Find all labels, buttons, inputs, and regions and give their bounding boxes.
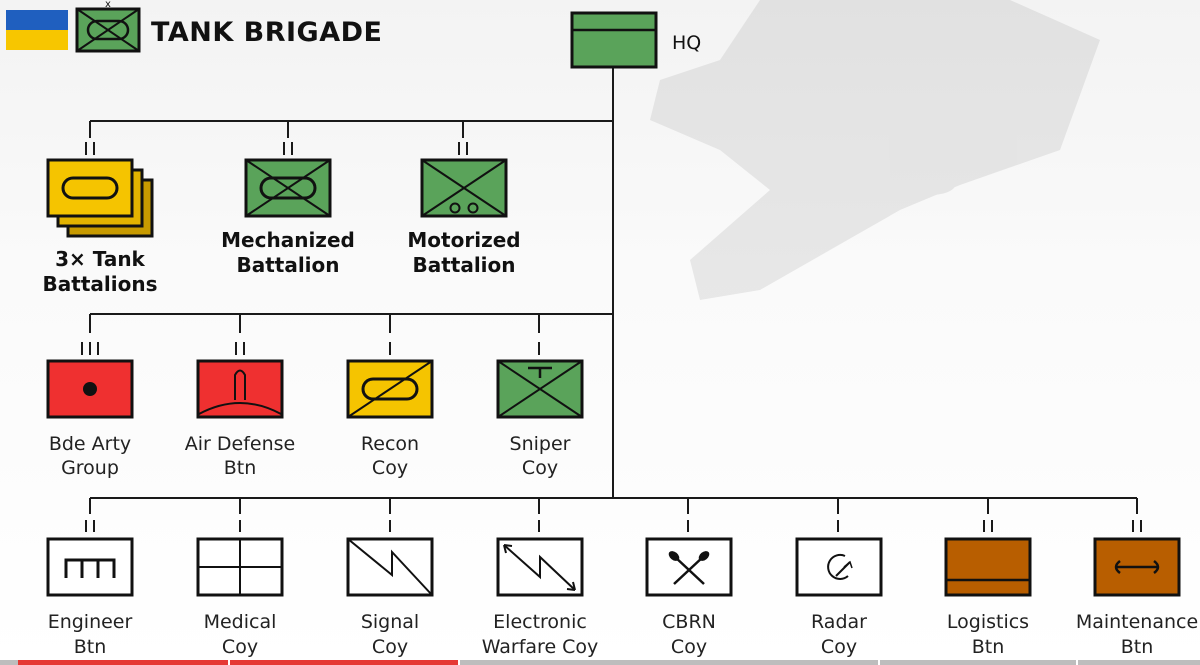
hq-label: HQ bbox=[672, 32, 701, 54]
unit-label: Engineer bbox=[48, 611, 133, 633]
unit-label: Air Defense bbox=[185, 433, 295, 455]
background-silhouette bbox=[650, 0, 1100, 300]
armored-recon-icon bbox=[346, 359, 434, 419]
logistics-icon bbox=[944, 537, 1032, 597]
echelon-marks bbox=[81, 142, 1142, 532]
unit-label: Warfare Coy bbox=[482, 636, 599, 658]
unit-electronic-warfare-coy: Electronic Warfare Coy bbox=[482, 537, 599, 658]
signal-icon bbox=[346, 537, 434, 597]
unit-label: Battalion bbox=[236, 253, 339, 277]
unit-label: Maintenance bbox=[1076, 611, 1198, 633]
unit-label: Coy bbox=[821, 636, 857, 658]
unit-label: Coy bbox=[522, 457, 558, 479]
page-title: TANK BRIGADE bbox=[151, 17, 382, 48]
hq-unit: HQ bbox=[570, 11, 701, 69]
radar-icon bbox=[795, 537, 883, 597]
unit-bde-arty-group: Bde Arty Group bbox=[46, 359, 134, 479]
unit-air-defense-btn: Air Defense Btn bbox=[185, 359, 295, 479]
ukraine-flag-icon bbox=[6, 10, 68, 50]
unit-label: Sniper bbox=[510, 433, 571, 455]
unit-label: Battalions bbox=[43, 272, 158, 296]
cbrn-icon bbox=[645, 537, 733, 597]
mechanized-infantry-icon bbox=[244, 158, 332, 218]
unit-label: Bde Arty bbox=[49, 433, 131, 455]
unit-label: Coy bbox=[372, 457, 408, 479]
unit-recon-coy: Recon Coy bbox=[346, 359, 434, 479]
unit-label: Coy bbox=[222, 636, 258, 658]
unit-label: Battalion bbox=[412, 253, 515, 277]
sniper-icon bbox=[496, 359, 584, 419]
unit-mechanized-battalion: Mechanized Battalion bbox=[221, 158, 355, 277]
unit-label: Coy bbox=[671, 636, 707, 658]
unit-motorized-battalion: Motorized Battalion bbox=[407, 158, 521, 277]
unit-label: Mechanized bbox=[221, 228, 355, 252]
unit-label: Recon bbox=[361, 433, 419, 455]
electronic-warfare-icon bbox=[496, 537, 584, 597]
air-defense-icon bbox=[196, 359, 284, 419]
unit-label: Coy bbox=[372, 636, 408, 658]
connector-lines bbox=[89, 67, 1138, 514]
unit-label: Signal bbox=[361, 611, 419, 633]
unit-label: Electronic bbox=[493, 611, 587, 633]
unit-label: Btn bbox=[224, 457, 257, 479]
unit-label: Btn bbox=[74, 636, 107, 658]
unit-label: Radar bbox=[811, 611, 867, 633]
unit-label: Motorized bbox=[407, 228, 520, 252]
unit-sniper-coy: Sniper Coy bbox=[496, 359, 584, 479]
unit-maintenance-btn: Maintenance Btn bbox=[1076, 537, 1198, 658]
svg-text:x: x bbox=[105, 0, 111, 10]
unit-label: Medical bbox=[204, 611, 277, 633]
motorized-infantry-icon bbox=[420, 158, 508, 218]
engineer-icon bbox=[46, 537, 134, 597]
maintenance-icon bbox=[1093, 537, 1181, 597]
unit-cbrn-coy: CBRN Coy bbox=[645, 537, 733, 658]
progress-fill bbox=[18, 660, 458, 665]
armor-stack-icon bbox=[46, 158, 154, 238]
unit-label: CBRN bbox=[662, 611, 716, 633]
unit-label: Btn bbox=[1121, 636, 1154, 658]
unit-medical-coy: Medical Coy bbox=[196, 537, 284, 658]
unit-engineer-btn: Engineer Btn bbox=[46, 537, 134, 658]
unit-label: Group bbox=[61, 457, 119, 479]
unit-label: 3× Tank bbox=[55, 247, 145, 271]
unit-label: Btn bbox=[972, 636, 1005, 658]
unit-tank-battalions: 3× Tank Battalions bbox=[43, 158, 158, 296]
unit-radar-coy: Radar Coy bbox=[795, 537, 883, 658]
unit-label: Logistics bbox=[947, 611, 1029, 633]
header: x TANK BRIGADE bbox=[6, 0, 382, 53]
video-progress-bar[interactable] bbox=[0, 660, 1200, 665]
artillery-icon bbox=[46, 359, 134, 419]
brigade-symbol-icon: x bbox=[75, 0, 141, 53]
unit-logistics-btn: Logistics Btn bbox=[944, 537, 1032, 658]
medical-icon bbox=[196, 537, 284, 597]
unit-signal-coy: Signal Coy bbox=[346, 537, 434, 658]
